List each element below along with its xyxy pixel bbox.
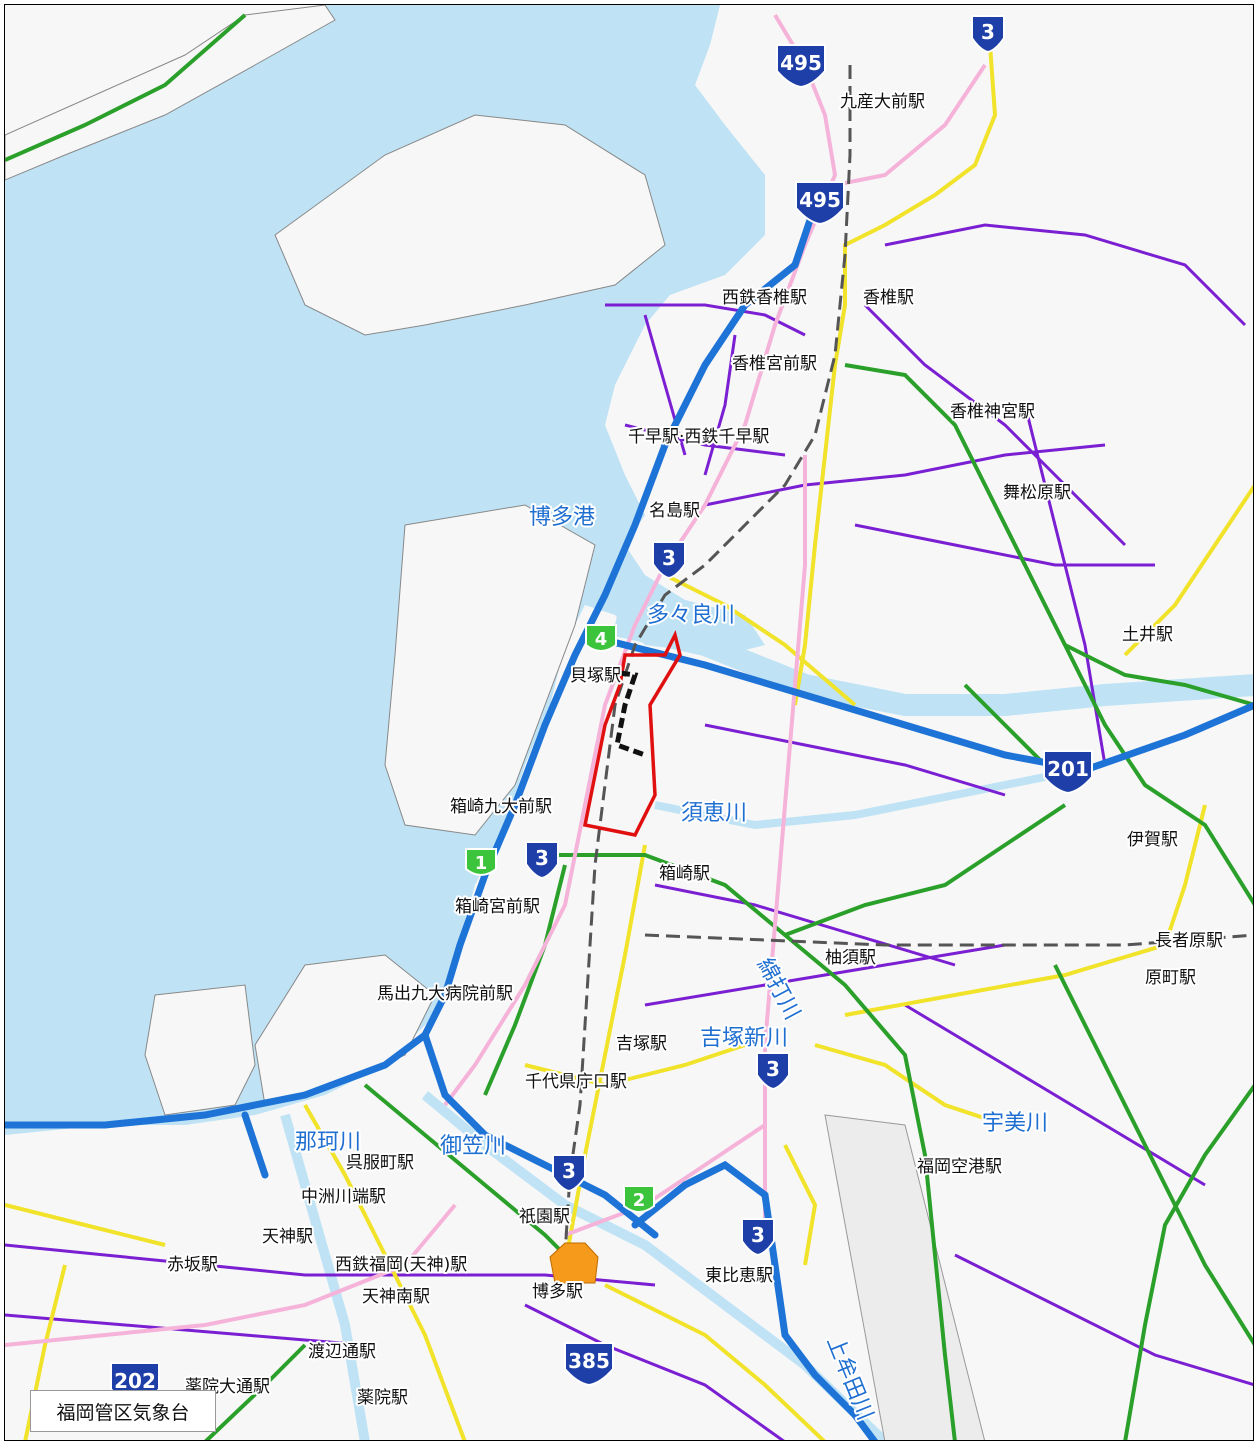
route-shield-3-c: 3 xyxy=(525,841,559,880)
station-label: 香椎駅 xyxy=(863,288,914,308)
route-shield-urban-2: 2 xyxy=(623,1185,655,1213)
route-shield-495-north: 495 xyxy=(776,44,826,89)
water-label: 博多港 xyxy=(529,505,595,530)
water-label: 那珂川 xyxy=(295,1130,361,1155)
highlighted-track xyxy=(614,670,646,758)
station-label: 薬院駅 xyxy=(357,1388,408,1408)
svg-text:3: 3 xyxy=(662,546,676,570)
svg-text:202: 202 xyxy=(114,1369,156,1393)
sand-spit xyxy=(5,5,336,181)
svg-text:1: 1 xyxy=(475,853,488,874)
station-label: 赤坂駅 xyxy=(167,1255,218,1275)
river-sue xyxy=(654,771,1056,830)
station-label: 西鉄香椎駅 xyxy=(722,288,807,308)
station-label: 千早駅·西鉄千早駅 xyxy=(628,427,769,447)
station-label: 馬出九大病院前駅 xyxy=(377,984,513,1004)
svg-text:201: 201 xyxy=(1047,757,1089,781)
map-canvas[interactable]: 九産大前駅 西鉄香椎駅 香椎駅 香椎宮前駅 香椎神宮駅 千早駅·西鉄千早駅 舞松… xyxy=(5,5,1254,1441)
island-port-pier xyxy=(384,504,596,836)
river-tatara xyxy=(612,614,1253,716)
island-island-city xyxy=(274,114,666,336)
svg-text:385: 385 xyxy=(568,1349,610,1373)
route-shield-3-b: 3 xyxy=(652,541,686,580)
roads-green xyxy=(5,13,1253,1440)
station-label: 箱崎宮前駅 xyxy=(455,897,540,917)
station-label: 中洲川端駅 xyxy=(301,1187,386,1207)
station-label: 舞松原駅 xyxy=(1003,483,1071,503)
station-label: 博多駅 xyxy=(532,1282,583,1302)
svg-text:3: 3 xyxy=(981,20,995,44)
station-label: 千代県庁口駅 xyxy=(525,1072,627,1092)
station-label: 香椎神宮駅 xyxy=(950,402,1035,422)
station-label: 香椎宮前駅 xyxy=(732,354,817,374)
route-shield-495-south: 495 xyxy=(795,181,845,226)
hakata-station-marker xyxy=(549,1242,599,1284)
station-label: 貝塚駅 xyxy=(570,666,621,686)
station-label: 渡辺通駅 xyxy=(308,1342,376,1362)
station-label: 柚須駅 xyxy=(825,948,876,968)
svg-text:2: 2 xyxy=(633,1190,646,1211)
station-label: 吉塚駅 xyxy=(616,1034,667,1054)
svg-text:495: 495 xyxy=(799,188,841,212)
station-label: 名島駅 xyxy=(649,501,700,521)
station-label: 東比恵駅 xyxy=(705,1266,773,1286)
roads-purple xyxy=(5,223,1253,1440)
route-shield-3-e: 3 xyxy=(552,1154,586,1193)
route-shield-385: 385 xyxy=(564,1342,614,1387)
station-label: 呉服町駅 xyxy=(346,1153,414,1173)
water-label: 吉塚新川 xyxy=(700,1026,788,1051)
station-label: 箱崎駅 xyxy=(659,864,710,884)
route-shield-urban-4: 4 xyxy=(585,624,617,652)
roads-yellow xyxy=(5,44,1253,1440)
svg-text:4: 4 xyxy=(595,629,608,650)
attribution-label: 福岡管区気象台 xyxy=(30,1390,216,1432)
station-label: 原町駅 xyxy=(1145,968,1196,988)
station-label: 福岡空港駅 xyxy=(917,1157,1002,1177)
water-label: 宇美川 xyxy=(982,1111,1048,1136)
svg-text:3: 3 xyxy=(766,1057,780,1081)
water-label: 御笠川 xyxy=(440,1134,506,1159)
route-shield-201: 201 xyxy=(1043,750,1093,795)
route-shield-urban-1: 1 xyxy=(465,848,497,876)
route-shield-3-d: 3 xyxy=(756,1052,790,1091)
map-frame: 九産大前駅 西鉄香椎駅 香椎駅 香椎宮前駅 香椎神宮駅 千早駅·西鉄千早駅 舞松… xyxy=(4,4,1254,1441)
roads-pink xyxy=(5,13,987,1347)
route-shield-3-a: 3 xyxy=(971,15,1005,54)
station-label: 土井駅 xyxy=(1122,625,1173,645)
water-label: 須恵川 xyxy=(681,801,747,826)
route-shields: 495 495 3 3 3 3 3 3 xyxy=(110,15,1093,1407)
station-label: 伊賀駅 xyxy=(1127,830,1178,850)
river-naka xyxy=(280,1113,370,1440)
water-label: 多々良川 xyxy=(647,603,735,628)
station-label: 箱崎九大前駅 xyxy=(450,797,552,817)
station-label: 長者原駅 xyxy=(1155,931,1223,951)
station-label: 祇園駅 xyxy=(519,1207,570,1227)
station-label: 天神駅 xyxy=(262,1227,313,1247)
railways xyxy=(563,65,1253,1256)
station-label: 天神南駅 xyxy=(362,1287,430,1307)
route-shield-3-f: 3 xyxy=(741,1218,775,1257)
station-label: 西鉄福岡(天神)駅 xyxy=(335,1255,467,1275)
svg-text:3: 3 xyxy=(535,846,549,870)
svg-text:3: 3 xyxy=(562,1159,576,1183)
svg-text:495: 495 xyxy=(780,51,822,75)
station-label: 九産大前駅 xyxy=(840,92,925,112)
svg-text:3: 3 xyxy=(751,1223,765,1247)
expressways xyxy=(5,201,1253,1440)
island-west-pier xyxy=(144,984,256,1116)
highlighted-area-outline xyxy=(582,629,682,837)
